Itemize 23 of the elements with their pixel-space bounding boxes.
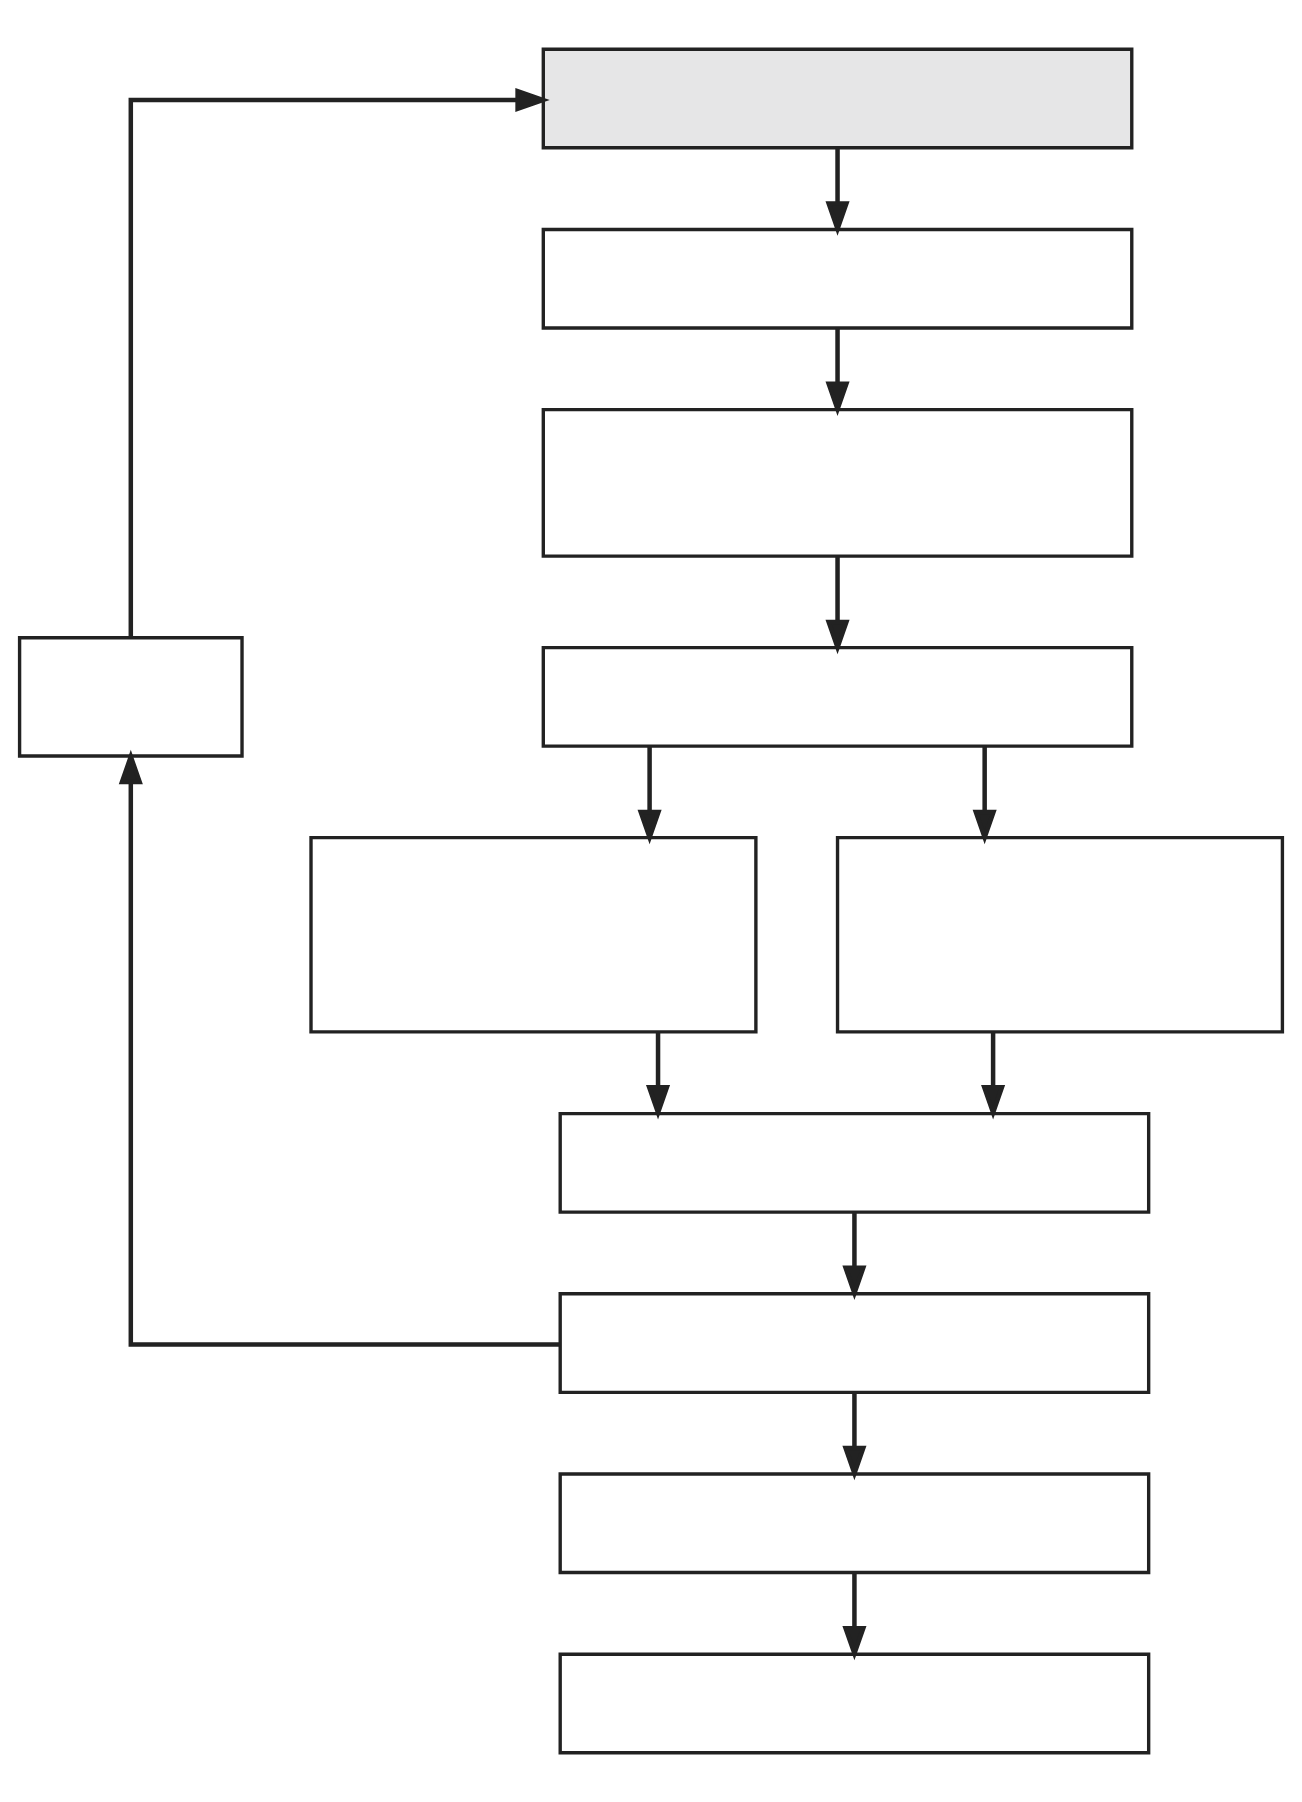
node-box: [541, 227, 1134, 330]
arrow: [128, 87, 550, 638]
node-box: [17, 636, 244, 758]
arrow: [646, 1032, 671, 1120]
node-box: [558, 1292, 1151, 1394]
arrow: [842, 1393, 867, 1481]
node-box: [309, 835, 758, 1034]
node-box: [558, 1472, 1151, 1575]
node-box: [558, 1111, 1151, 1214]
node-box: [541, 408, 1134, 558]
arrow: [981, 1032, 1006, 1120]
arrow: [825, 148, 850, 236]
arrow: [825, 556, 850, 655]
arrow: [118, 749, 561, 1347]
node-box: [558, 1652, 1151, 1755]
arrow: [842, 1213, 867, 1300]
node-box: [541, 47, 1134, 150]
arrow: [637, 746, 662, 845]
arrow: [842, 1573, 867, 1661]
arrow: [972, 746, 997, 845]
arrow: [825, 328, 850, 416]
node-box: [835, 835, 1285, 1034]
node-box: [541, 645, 1134, 748]
